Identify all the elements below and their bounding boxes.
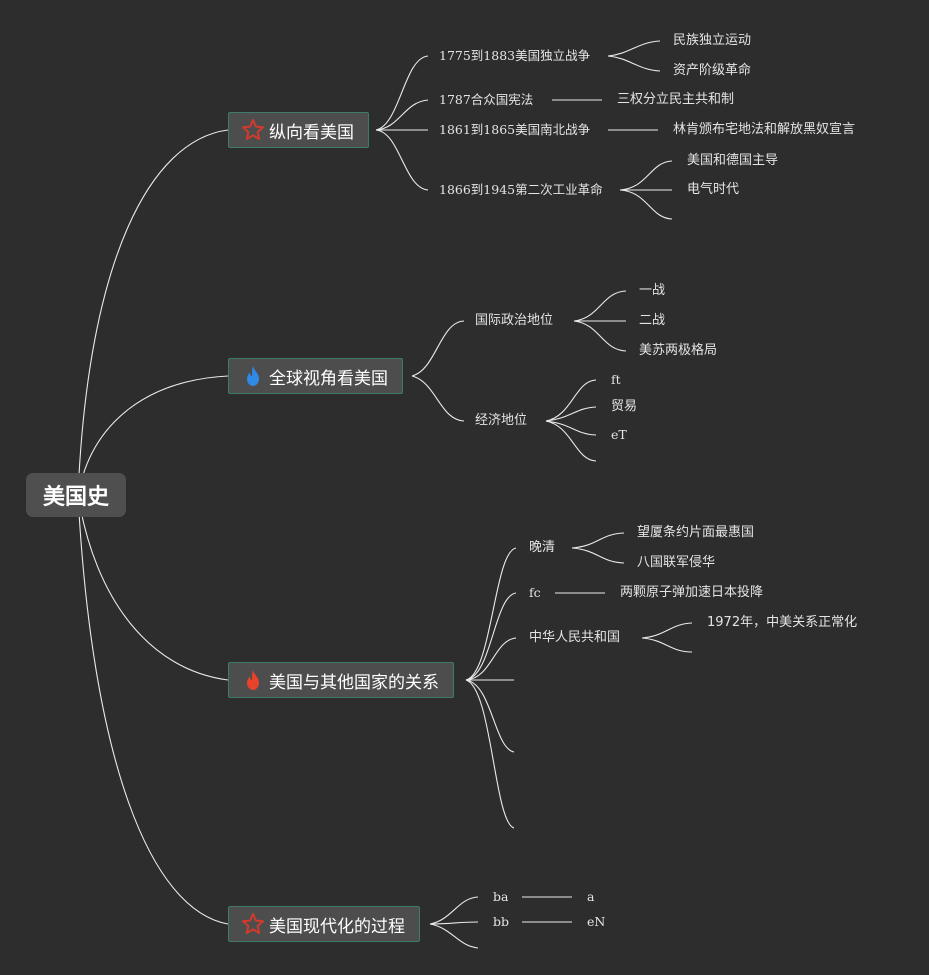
leaf-node[interactable]: 两颗原子弹加速日本投降	[620, 585, 764, 600]
subtopic-node[interactable]: 晚清	[529, 540, 556, 555]
leaf-node[interactable]: eN	[587, 914, 606, 929]
topic-label: 全球视角看美国	[269, 368, 388, 389]
topic-label: 美国与其他国家的关系	[269, 672, 439, 693]
topic-node-2[interactable]: 全球视角看美国	[228, 358, 403, 394]
connector-root-topic-3	[77, 494, 229, 681]
leaf-node[interactable]: 电气时代	[687, 182, 740, 197]
star-icon	[241, 118, 265, 142]
leaf-node[interactable]: 三权分立民主共和制	[617, 92, 735, 107]
leaf-node[interactable]: 1972年，中美关系正常化	[707, 615, 858, 630]
leaf-node[interactable]: 八国联军侵华	[637, 555, 716, 570]
root-label: 美国史	[42, 485, 109, 510]
leaf-node[interactable]: 二战	[639, 313, 666, 328]
connector-root-topic-2	[77, 375, 229, 496]
star-icon	[241, 912, 265, 936]
leaf-node[interactable]: a	[587, 889, 595, 904]
topic-node-1[interactable]: 纵向看美国	[228, 112, 369, 148]
topic-node-3[interactable]: 美国与其他国家的关系	[228, 662, 454, 698]
leaf-node[interactable]: 美国和德国主导	[687, 153, 779, 168]
leaf-node[interactable]: 一战	[639, 283, 666, 298]
subtopic-node[interactable]: 国际政治地位	[475, 313, 554, 328]
leaf-node[interactable]: 望厦条约片面最惠国	[637, 525, 755, 540]
subtopic-node[interactable]: 1787合众国宪法	[439, 92, 534, 107]
connector-root-topic-1	[77, 129, 229, 496]
topic-node-4[interactable]: 美国现代化的过程	[228, 906, 420, 942]
subtopic-node[interactable]: 1861到1865美国南北战争	[439, 122, 591, 137]
flame-red-icon	[241, 668, 265, 692]
topic-label: 美国现代化的过程	[269, 916, 405, 937]
leaf-node[interactable]: 资产阶级革命	[673, 63, 752, 78]
connector-root-topic-4	[77, 494, 229, 925]
leaf-node[interactable]: 美苏两极格局	[639, 343, 718, 358]
subtopic-node[interactable]: 中华人民共和国	[529, 630, 621, 645]
subtopic-node[interactable]: 1866到1945第二次工业革命	[439, 182, 603, 197]
flame-blue-icon	[241, 364, 265, 388]
subtopic-node[interactable]: bb	[493, 914, 510, 929]
subtopic-node[interactable]: 经济地位	[475, 413, 528, 428]
subtopic-node[interactable]: 1775到1883美国独立战争	[439, 48, 591, 63]
leaf-node[interactable]: eT	[611, 427, 627, 442]
leaf-node[interactable]: 民族独立运动	[673, 33, 752, 48]
subtopic-node[interactable]: ba	[493, 889, 509, 904]
root-node[interactable]: 美国史	[26, 473, 126, 517]
topic-label: 纵向看美国	[269, 122, 354, 143]
leaf-node[interactable]: 林肯颁布宅地法和解放黑奴宣言	[673, 122, 856, 137]
leaf-node[interactable]: 贸易	[611, 399, 638, 414]
leaf-node[interactable]: ft	[611, 372, 621, 387]
subtopic-node[interactable]: fc	[529, 585, 541, 600]
